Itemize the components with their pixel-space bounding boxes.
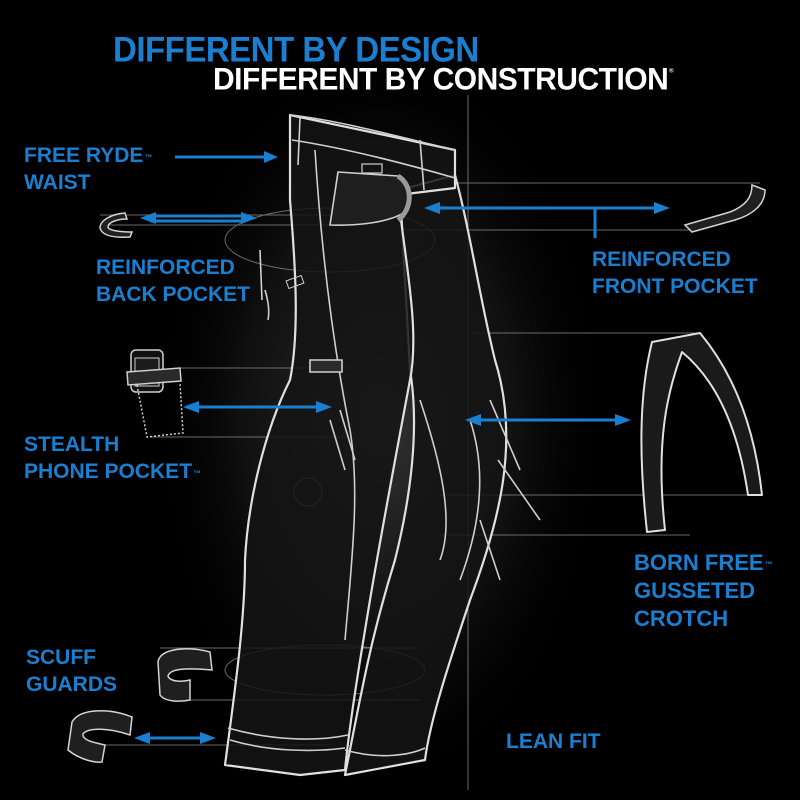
back-pocket-piece-icon	[99, 212, 134, 238]
front-pocket-piece-icon	[683, 183, 766, 233]
scuff-guard-piece-upper-icon	[157, 648, 213, 702]
callout-phone-pocket-line1: STEALTH	[24, 433, 120, 456]
callout-crotch-line1: BORN FREE	[634, 550, 764, 575]
registered-mark: ®	[669, 68, 674, 75]
phone-pocket-piece-icon	[126, 349, 184, 438]
callout-back-pocket: REINFORCED BACK POCKET	[96, 254, 250, 308]
headline-design: DIFFERENT BY DESIGN	[113, 29, 479, 69]
callout-phone-pocket: STEALTH PHONE POCKET™	[24, 431, 201, 485]
callout-lean-fit-line1: LEAN FIT	[506, 730, 601, 753]
callout-back-pocket-line1: REINFORCED	[96, 256, 235, 279]
callout-waist-line1: FREE RYDE	[24, 144, 144, 167]
callout-back-pocket-line2: BACK POCKET	[96, 283, 251, 306]
callout-front-pocket-line2: FRONT POCKET	[592, 275, 758, 298]
trademark-mark: ™	[193, 469, 202, 478]
callout-crotch: BORN FREE™ GUSSETED CROTCH	[634, 549, 773, 633]
trademark-mark: ™	[144, 153, 153, 162]
callout-front-pocket-line1: REINFORCED	[592, 248, 731, 271]
callout-crotch-line3: CROTCH	[634, 606, 729, 631]
trademark-mark: ™	[764, 560, 773, 569]
gusset-piece-icon	[640, 332, 763, 533]
scuff-guard-piece-lower-icon	[67, 710, 133, 763]
headline-construction-text: DIFFERENT BY CONSTRUCTION	[213, 62, 669, 97]
callout-crotch-line2: GUSSETED	[634, 578, 756, 603]
callout-waist: FREE RYDE™ WAIST	[24, 142, 152, 196]
callout-front-pocket: REINFORCED FRONT POCKET	[592, 246, 758, 300]
callout-scuff-line2: GUARDS	[26, 673, 118, 696]
callout-scuff-guards: SCUFF GUARDS	[26, 644, 117, 698]
callout-waist-line2: WAIST	[24, 171, 91, 194]
callout-scuff-line1: SCUFF	[26, 646, 96, 669]
callout-phone-pocket-line2: PHONE POCKET	[24, 460, 193, 483]
headline-construction: DIFFERENT BY CONSTRUCTION®	[213, 62, 674, 98]
callout-lean-fit: LEAN FIT	[506, 728, 601, 755]
